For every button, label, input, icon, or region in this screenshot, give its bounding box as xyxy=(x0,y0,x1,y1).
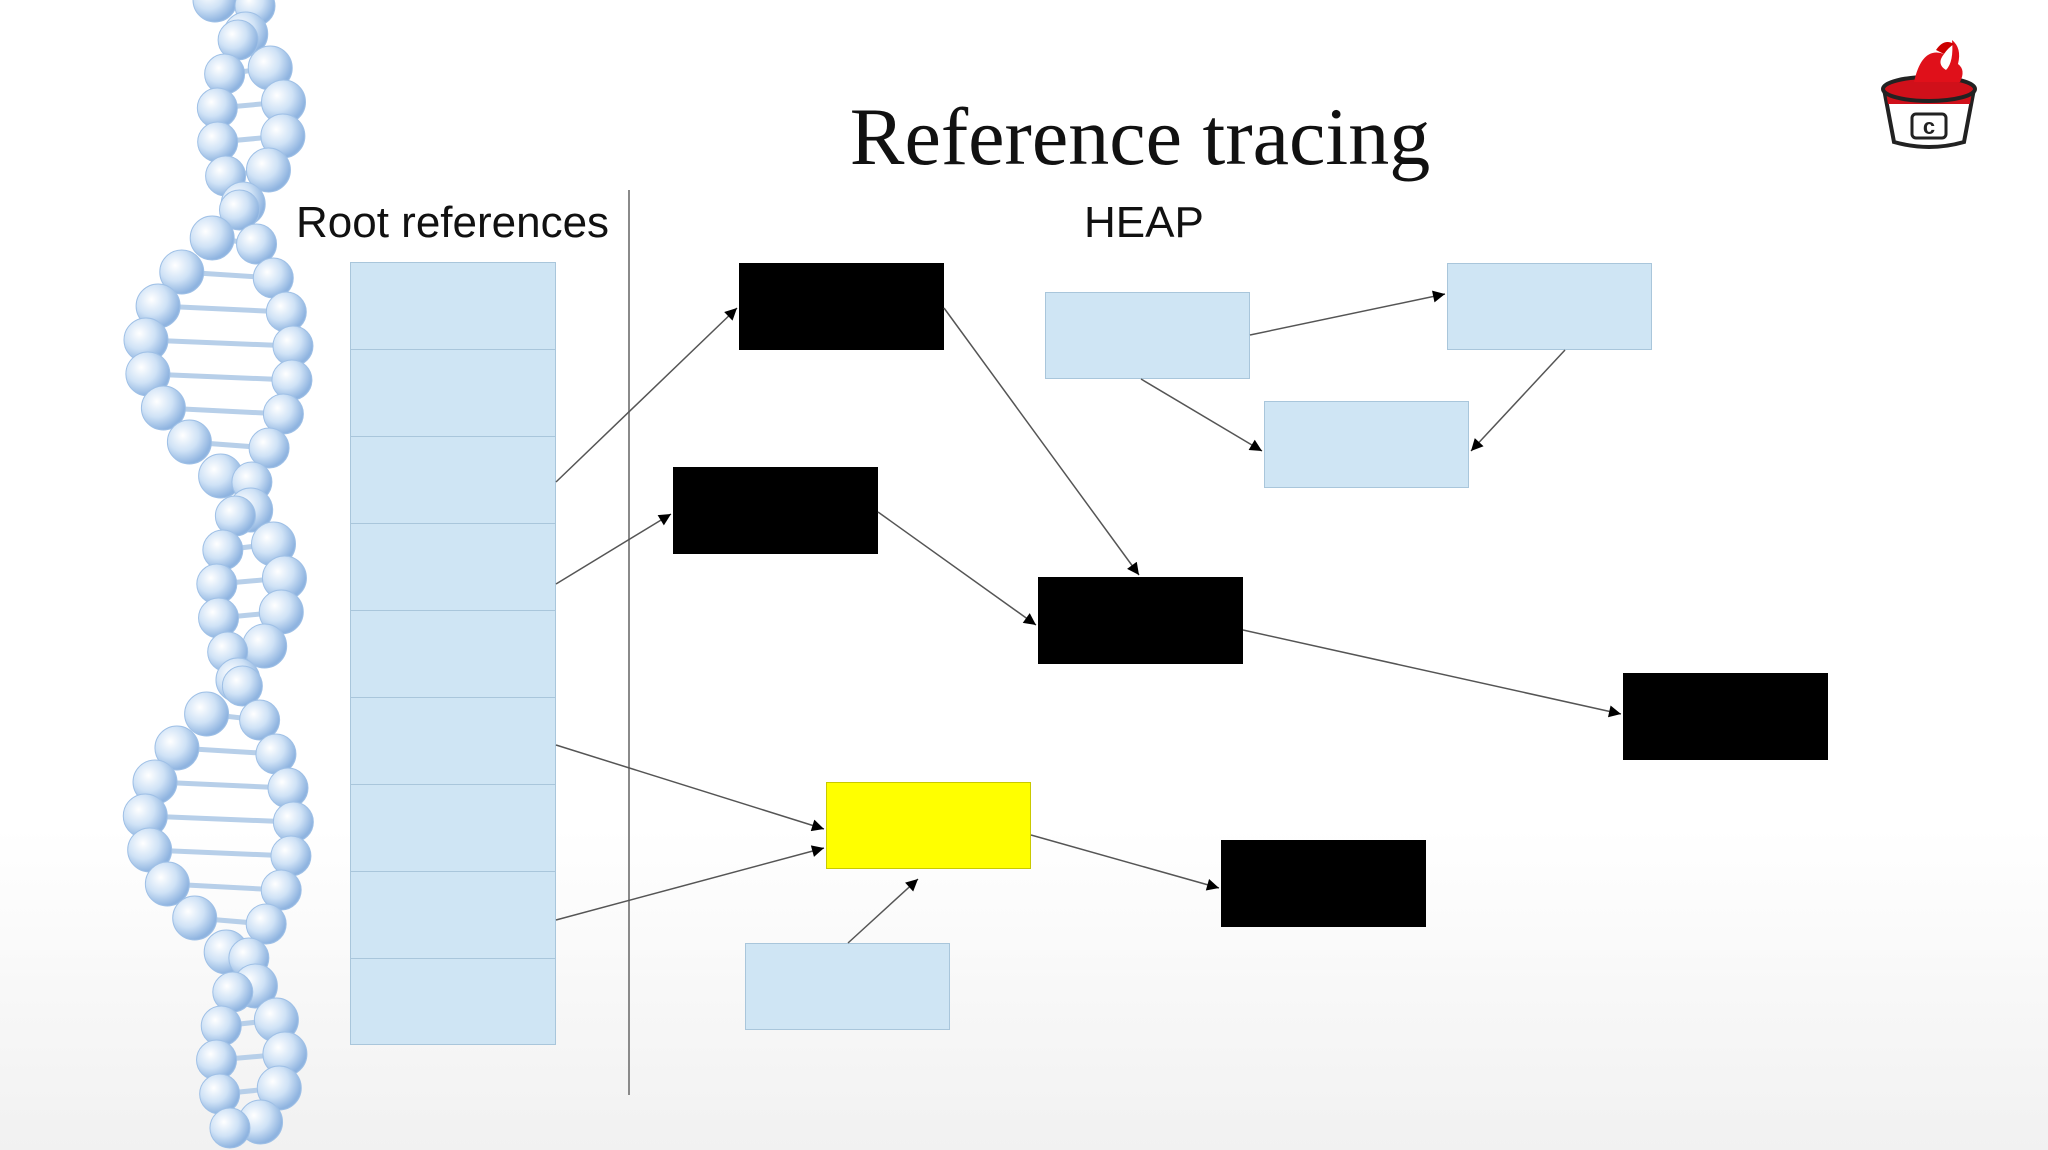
root-references-label: Root references xyxy=(296,198,610,247)
root-reference-cell xyxy=(350,610,556,697)
root-reference-stack xyxy=(350,262,556,1045)
root-reference-cell xyxy=(350,697,556,784)
dna-helix-icon xyxy=(122,0,314,1149)
edge-n7-to-n9 xyxy=(1140,378,1263,452)
edge-root6-to-n5 xyxy=(555,744,825,832)
edge-n10-to-n5 xyxy=(847,878,919,944)
edge-n8-to-n9 xyxy=(1470,349,1566,452)
root-reference-cell xyxy=(350,523,556,610)
root-reference-cell xyxy=(350,349,556,436)
edge-n1-to-n3 xyxy=(943,307,1140,576)
heap-object-reachable xyxy=(1623,673,1828,760)
heap-object-reachable xyxy=(739,263,944,350)
edge-n7-to-n8 xyxy=(1249,290,1446,336)
edge-n3-to-n4 xyxy=(1242,629,1622,718)
heap-object-unreachable xyxy=(745,943,950,1030)
heap-object-reachable xyxy=(1038,577,1243,664)
heap-object-highlighted xyxy=(826,782,1031,869)
root-reference-cell xyxy=(350,262,556,349)
root-reference-cell xyxy=(350,871,556,958)
heap-object-reachable xyxy=(1221,840,1426,927)
root-reference-cell xyxy=(350,784,556,871)
root-reference-cell xyxy=(350,436,556,523)
edge-root8-to-n5 xyxy=(555,845,825,921)
slide-title: Reference tracing xyxy=(849,91,1431,182)
heap-object-reachable xyxy=(673,467,878,554)
root-reference-cell xyxy=(350,958,556,1045)
heap-object-unreachable xyxy=(1264,401,1469,488)
bucket-logo-icon: c xyxy=(1881,40,1977,149)
edge-n5-to-n6 xyxy=(1030,834,1220,891)
heap-object-unreachable xyxy=(1447,263,1652,350)
edge-root4-to-n2 xyxy=(555,513,672,585)
root-heap-divider xyxy=(628,190,630,1095)
edge-n2-to-n3 xyxy=(877,511,1037,626)
heap-object-unreachable xyxy=(1045,292,1250,379)
svg-text:c: c xyxy=(1923,114,1935,139)
heap-label: HEAP xyxy=(1084,198,1204,247)
edge-root3-to-n1 xyxy=(555,307,738,483)
